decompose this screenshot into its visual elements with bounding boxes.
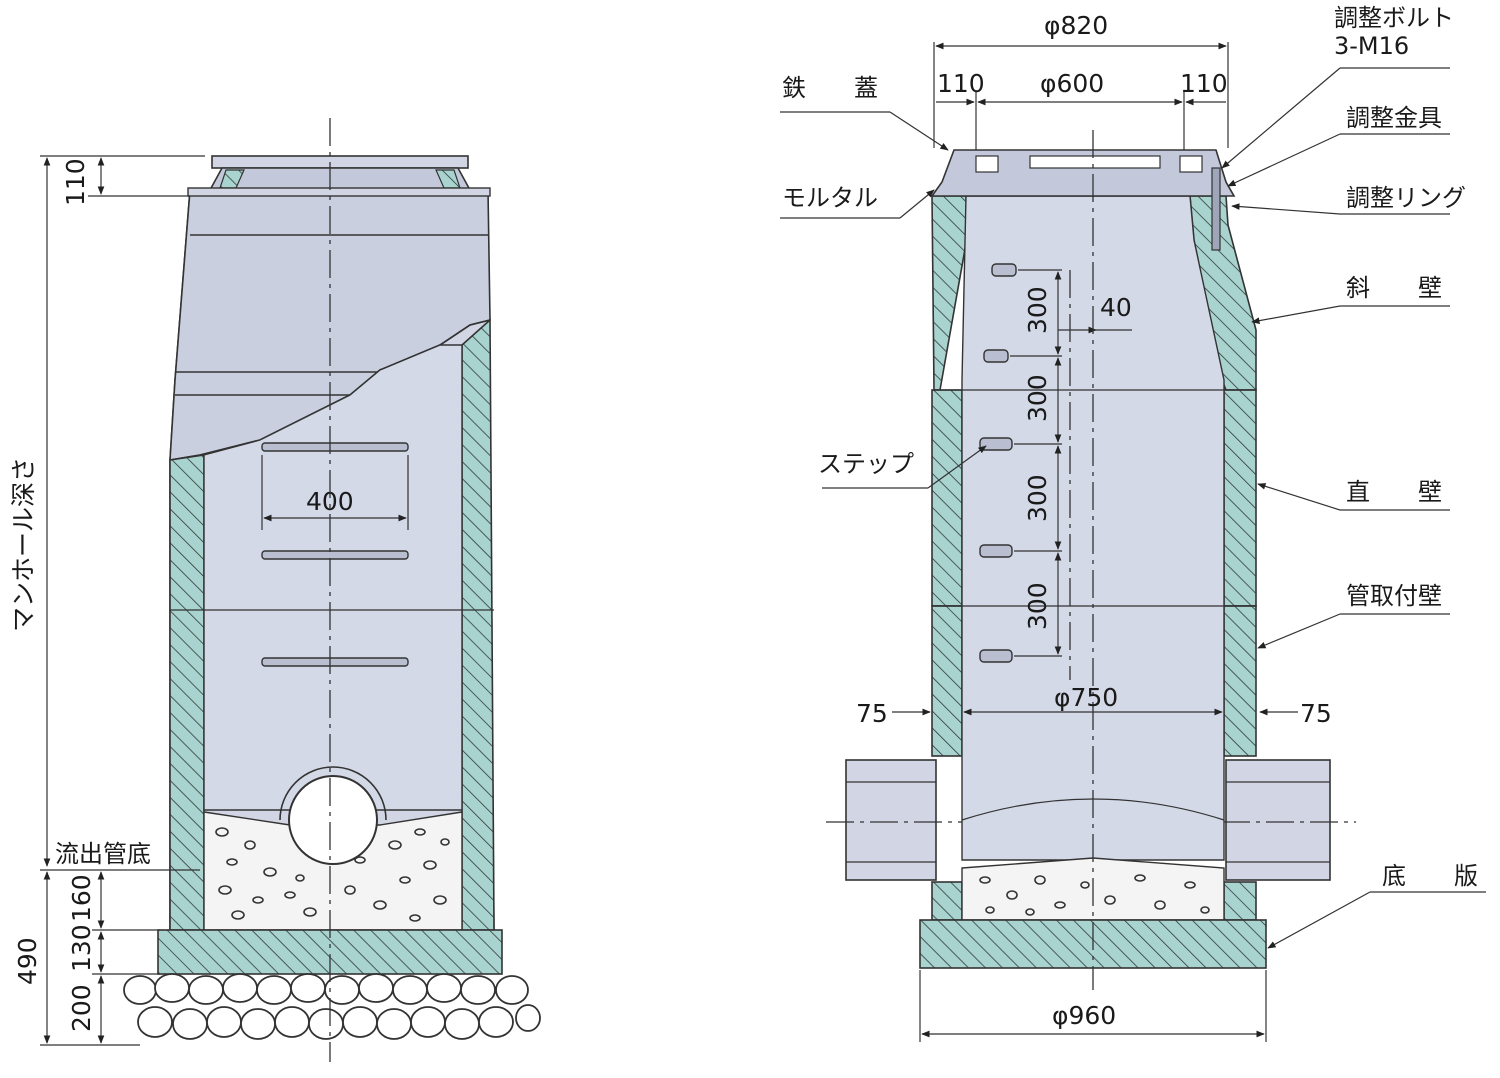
right-left110-dim: 110 (937, 69, 985, 98)
left-iron-cover (187, 155, 491, 197)
left-wall-left (169, 454, 205, 931)
label-mortar: モルタル (782, 184, 878, 212)
left-outflow-pipe (288, 775, 378, 865)
right-wall-right-75-dim: 75 (1300, 699, 1332, 728)
label-adjust-bolt: 調整ボルト (1334, 4, 1454, 32)
right-offset-40-dim: 40 (1100, 293, 1132, 322)
right-pitch-3-dim: 300 (1023, 474, 1052, 522)
right-gravel-dots (979, 874, 1210, 916)
left-wall-right (461, 318, 495, 931)
right-straight-wall-left (931, 389, 963, 607)
right-phi750-dim: φ750 (1054, 683, 1118, 712)
label-step: ステップ (818, 450, 914, 478)
label-base-slab: 底 版 (1382, 862, 1478, 890)
left-bottom-total-dim: 490 (13, 937, 42, 985)
left-cover-height-dim: 110 (61, 158, 90, 206)
left-bottom-130-dim: 130 (67, 924, 96, 972)
right-pitch-1-dim: 300 (1023, 286, 1052, 334)
left-bottom-160-dim: 160 (67, 874, 96, 922)
left-gravel-dots (215, 827, 450, 922)
right-right110-dim: 110 (1180, 69, 1228, 98)
left-steps (261, 442, 409, 667)
label-adjust-bolt-spec: 3-M16 (1334, 32, 1409, 60)
label-straight-wall: 直 壁 (1346, 478, 1442, 506)
label-adjust-ring: 調整リング (1346, 184, 1466, 212)
right-pitch-2-dim: 300 (1023, 374, 1052, 422)
right-steps (979, 263, 1017, 663)
right-wall-left-75-dim: 75 (856, 699, 888, 728)
right-pipe-left (845, 759, 937, 881)
right-view: 300 300 300 300 40 φ820 φ600 110 110 φ75… (780, 4, 1486, 1042)
right-pipe-right (1225, 759, 1331, 881)
right-phi820-dim: φ820 (1044, 11, 1108, 40)
right-phi960-dim: φ960 (1052, 1001, 1116, 1030)
label-slant-wall: 斜 壁 (1346, 274, 1442, 302)
right-pitch-4-dim: 300 (1023, 582, 1052, 630)
label-pipe-wall: 管取付壁 (1346, 582, 1442, 610)
right-iron-cover (930, 149, 1236, 251)
label-adjust-fitting: 調整金具 (1346, 104, 1442, 132)
left-outflow-bottom-label: 流出管底 (55, 840, 151, 868)
left-depth-label: マンホール深さ (9, 457, 38, 632)
right-pipe-wall-right (1223, 605, 1257, 757)
left-crushed-stone (123, 973, 541, 1040)
left-view: 400 110 マンホール深さ 流出管底 490 160 130 200 (9, 118, 541, 1062)
left-bottom-200-dim: 200 (67, 984, 96, 1032)
label-iron-cover: 鉄 蓋 (782, 74, 878, 102)
right-phi600-dim: φ600 (1040, 69, 1104, 98)
right-straight-wall-right (1223, 389, 1257, 607)
right-pipe-wall-left (931, 605, 963, 757)
